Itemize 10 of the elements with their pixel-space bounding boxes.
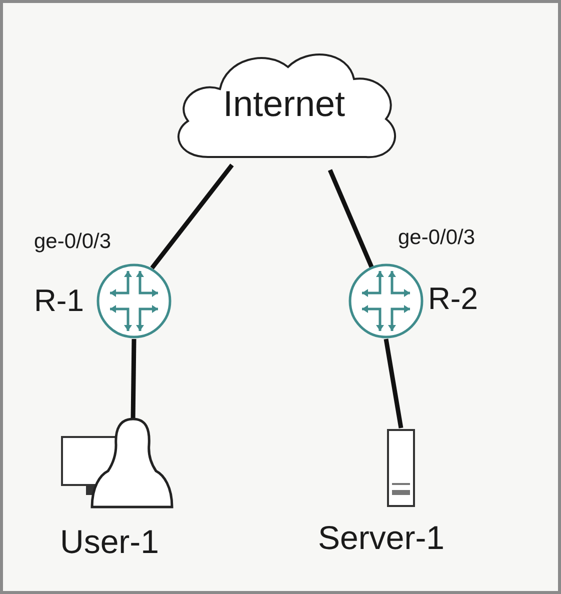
connection-line — [384, 338, 404, 428]
connection-line — [328, 169, 374, 269]
cloud-label: Internet — [222, 83, 346, 125]
interface-label: ge-0/0/3 — [34, 230, 112, 254]
interface-label: ge-0/0/3 — [398, 226, 476, 250]
device-label: R-2 — [428, 281, 478, 317]
connection-line — [150, 164, 234, 270]
device-label: Server-1 — [318, 519, 445, 557]
device-label: User-1 — [60, 523, 160, 561]
device-label: R-1 — [34, 283, 84, 319]
